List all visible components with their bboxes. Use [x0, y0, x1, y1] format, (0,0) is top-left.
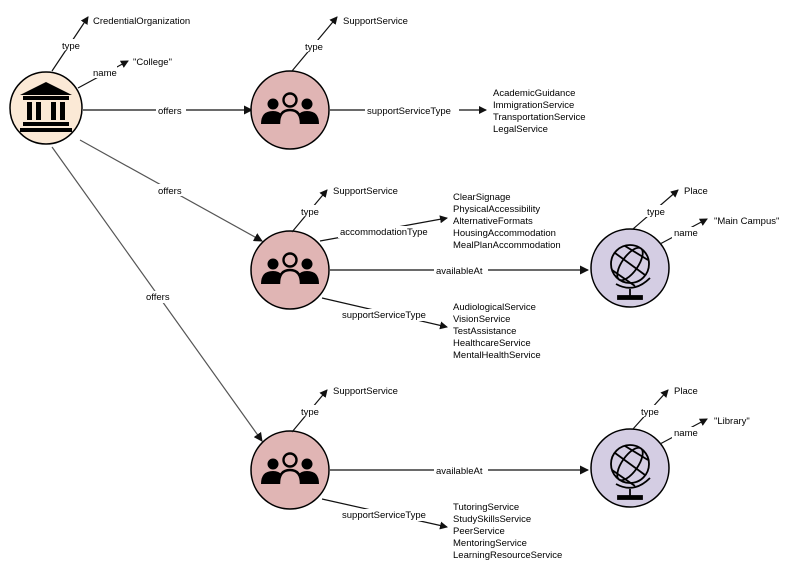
place-2-circle	[590, 428, 670, 508]
place-1-type-edge-label: type	[647, 207, 665, 218]
service-1-sst-values: AcademicGuidance ImmigrationService Tran…	[493, 88, 586, 135]
place-1-name-edge-label: name	[674, 228, 698, 239]
service-node-2[interactable]	[250, 230, 330, 310]
place-1-circle	[590, 228, 670, 308]
service-1-type-value: SupportService	[343, 16, 408, 27]
offers-edge-1-label: offers	[158, 106, 182, 117]
service-3-sst-value: StudySkillsService	[453, 514, 531, 525]
place-2-type-value: Place	[674, 386, 698, 397]
people-group-icon	[261, 252, 319, 285]
service-2-sst-value: AudiologicalService	[453, 302, 536, 313]
org-name-value: "College"	[133, 57, 172, 68]
organization-node[interactable]	[9, 71, 83, 145]
institution-building-icon	[20, 82, 72, 132]
org-type-edge-label: type	[62, 41, 80, 52]
service-3-type-edge-label: type	[301, 407, 319, 418]
service-1-sst-edge-label: supportServiceType	[367, 106, 451, 117]
offers-edge-3-label: offers	[146, 292, 170, 303]
service-2-acc-value: ClearSignage	[453, 192, 511, 203]
service-2-type-edge-label: type	[301, 207, 319, 218]
place-2-type-edge-label: type	[641, 407, 659, 418]
service-1-sst-value: LegalService	[493, 124, 548, 135]
service-1-sst-value: TransportationService	[493, 112, 586, 123]
service-3-sst-values: TutoringService StudySkillsService PeerS…	[453, 502, 562, 561]
globe-icon	[610, 244, 651, 300]
service-3-type-value: SupportService	[333, 386, 398, 397]
place-1-name-value: "Main Campus"	[714, 216, 779, 227]
service-2-acc-value: MealPlanAccommodation	[453, 240, 561, 251]
service-2-sst-edge-label: supportServiceType	[342, 310, 426, 321]
people-group-icon	[261, 452, 319, 485]
service-1-sst-value: ImmigrationService	[493, 100, 574, 111]
service-3-sst-value: TutoringService	[453, 502, 519, 513]
service-2-acc-value: PhysicalAccessibility	[453, 204, 540, 215]
place-node-2[interactable]	[590, 428, 670, 508]
service-2-acc-value: AlternativeFormats	[453, 216, 533, 227]
service-2-type-value: SupportService	[333, 186, 398, 197]
org-name-edge-label: name	[93, 68, 117, 79]
service-3-sst-edge-label: supportServiceType	[342, 510, 426, 521]
service-3-sst-value: PeerService	[453, 526, 505, 537]
service-2-available-edge-label: availableAt	[436, 266, 483, 277]
service-2-acc-edge-label: accommodationType	[340, 227, 428, 238]
service-node-3[interactable]	[250, 430, 330, 510]
service-1-type-edge-label: type	[305, 42, 323, 53]
place-node-1[interactable]	[590, 228, 670, 308]
service-2-sst-values: AudiologicalService VisionService TestAs…	[453, 302, 541, 361]
service-3-sst-value: MentoringService	[453, 538, 527, 549]
service-2-sst-value: MentalHealthService	[453, 350, 541, 361]
service-2-sst-value: VisionService	[453, 314, 510, 325]
service-2-sst-value: TestAssistance	[453, 326, 516, 337]
service-node-1[interactable]	[250, 70, 330, 150]
service-1-sst-value: AcademicGuidance	[493, 88, 575, 99]
service-2-acc-values: ClearSignage PhysicalAccessibility Alter…	[453, 192, 561, 251]
service-2-sst-value: HealthcareService	[453, 338, 531, 349]
service-3-sst-value: LearningResourceService	[453, 550, 562, 561]
globe-icon	[610, 444, 651, 500]
people-group-icon	[261, 92, 319, 125]
place-2-name-edge-label: name	[674, 428, 698, 439]
service-3-available-edge-label: availableAt	[436, 466, 483, 477]
service-2-acc-value: HousingAccommodation	[453, 228, 556, 239]
place-1-type-value: Place	[684, 186, 708, 197]
place-2-name-value: "Library"	[714, 416, 750, 427]
offers-edge-2-label: offers	[158, 186, 182, 197]
org-type-value: CredentialOrganization	[93, 16, 190, 27]
